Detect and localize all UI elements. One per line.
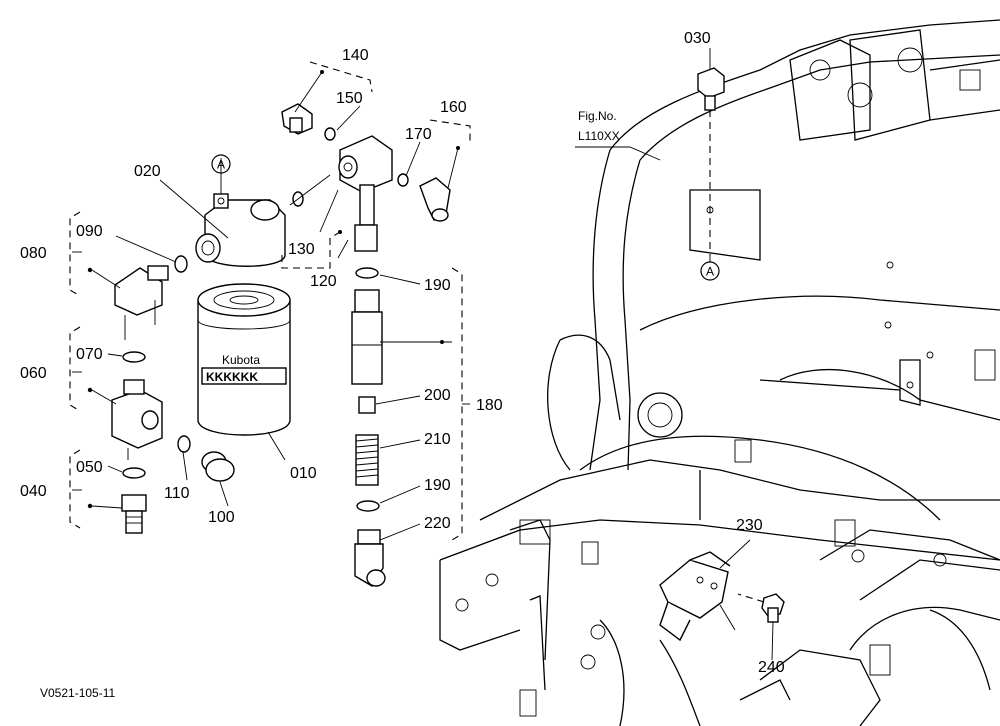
callout-070: 070: [76, 346, 103, 363]
callout-210: 210: [424, 431, 451, 448]
callout-190-lower: 190: [424, 477, 451, 494]
callout-060: 060: [20, 365, 47, 382]
callout-080: 080: [20, 245, 47, 262]
nipple-fitting-040: [121, 494, 147, 534]
callout-110: 110: [164, 485, 190, 502]
o-rings: [122, 127, 409, 512]
elbow-fitting-140: [281, 103, 313, 135]
bracket-040: [69, 449, 81, 529]
callout-200: 200: [424, 387, 451, 404]
filter-cartridge-010: Kubota KKKKKK: [197, 283, 291, 436]
callout-labels: 010 020 030 040 050 060 070 080 090 100 …: [20, 30, 785, 676]
bracket-120: [281, 231, 341, 269]
o-ring-190-upper: [355, 267, 379, 279]
svg-text:A: A: [706, 265, 714, 279]
spring-210: [355, 434, 379, 486]
o-ring-190-lower: [356, 500, 380, 512]
drawing-code: V0521-105-11: [40, 686, 115, 700]
machine-frame: [439, 19, 1000, 726]
svg-text:Fig.No.: Fig.No.: [578, 109, 617, 123]
bracket-080: [69, 211, 81, 297]
callout-040: 040: [20, 483, 47, 500]
fig-reference: Fig.No. L110XX: [578, 109, 620, 143]
filter-head-020: [195, 178, 286, 267]
o-ring-110: [177, 435, 191, 453]
o-ring-170: [397, 173, 409, 187]
leader-lines: [72, 48, 774, 661]
callout-050: 050: [76, 459, 103, 476]
callout-010: 010: [290, 465, 317, 482]
tee-fitting-060: [111, 379, 163, 460]
o-ring-070: [122, 351, 146, 363]
bracket-060: [69, 326, 81, 412]
callout-120: 120: [310, 273, 337, 290]
bolt-240: [737, 593, 785, 623]
callout-140: 140: [342, 47, 369, 64]
callout-130: 130: [288, 241, 315, 258]
elbow-fitting-080: [114, 265, 169, 340]
bolt-030: [697, 67, 725, 255]
bracket-180: [451, 267, 463, 541]
leader-dots: [87, 70, 460, 509]
callout-100: 100: [208, 509, 235, 526]
callout-230: 230: [736, 517, 763, 534]
ref-a-top: A: [211, 154, 231, 174]
banjo-block-120: [338, 135, 393, 252]
bracket-230: [659, 551, 736, 642]
bracket-140: [309, 61, 373, 93]
check-valve-assembly-180: [351, 289, 386, 587]
svg-text:L110XX: L110XX: [578, 129, 620, 143]
callout-240: 240: [758, 659, 785, 676]
callout-090: 090: [76, 223, 103, 240]
ref-a-frame: A: [700, 261, 720, 281]
o-ring-090: [174, 255, 188, 273]
plug-100: [201, 451, 235, 482]
elbow-fitting-220: [354, 529, 386, 587]
elbow-fitting-160: [419, 177, 451, 222]
callout-160: 160: [440, 99, 467, 116]
callout-170: 170: [405, 126, 432, 143]
o-ring-050: [122, 467, 146, 479]
group-brackets: [69, 61, 471, 541]
filter-band-text: KKKKKK: [206, 370, 258, 384]
svg-text:A: A: [217, 158, 225, 172]
callout-020: 020: [134, 163, 161, 180]
callout-180: 180: [476, 397, 503, 414]
bracket-160: [429, 119, 471, 142]
callout-030: 030: [684, 30, 711, 47]
filter-brand-text: Kubota: [222, 353, 260, 367]
callout-150: 150: [336, 90, 363, 107]
o-ring-150: [324, 127, 336, 141]
callout-220: 220: [424, 515, 451, 532]
callout-190-upper: 190: [424, 277, 451, 294]
